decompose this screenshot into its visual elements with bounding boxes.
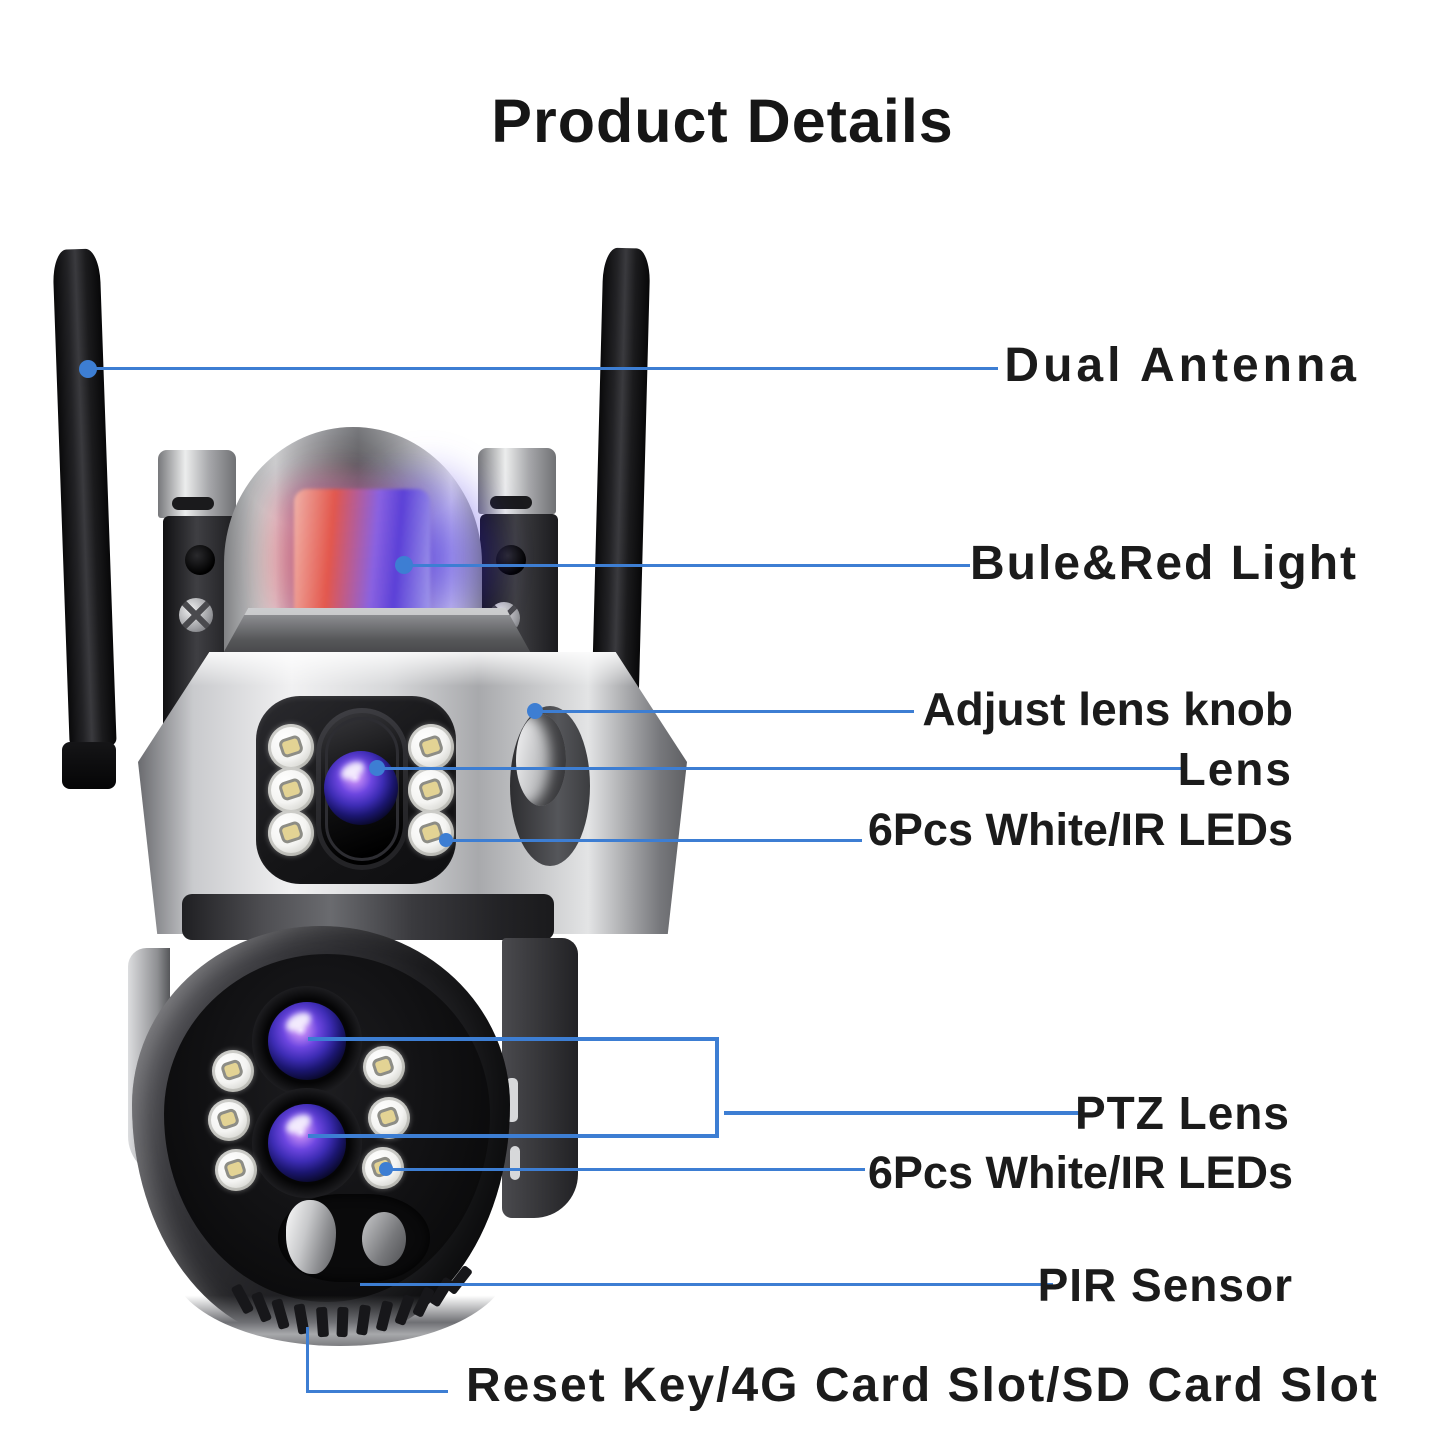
yoke-slot-2 xyxy=(510,1146,520,1180)
dual-antenna-dot xyxy=(79,360,97,378)
pir-sensor-line xyxy=(360,1283,1053,1286)
main-lens xyxy=(324,751,398,825)
lens-line xyxy=(377,767,1183,770)
adjust-knob-dot xyxy=(527,703,543,719)
left-bracket-hole xyxy=(185,545,215,575)
label-blue-red-light: Bule&Red Light xyxy=(970,537,1358,590)
speaker-grille-slat xyxy=(336,1306,349,1338)
led-lower-right-1 xyxy=(363,1046,405,1088)
left-antenna xyxy=(52,248,117,748)
leds-upper-line xyxy=(446,839,862,842)
ptz-lens-top xyxy=(268,1002,346,1080)
ptz-lens-bottom xyxy=(268,1104,346,1182)
ptz-bracket-top-line xyxy=(308,1037,718,1041)
led-upper-right-2 xyxy=(408,767,454,813)
led-upper-left-2 xyxy=(268,767,314,813)
adjust-knob-line xyxy=(535,710,914,713)
label-ptz-lens: PTZ Lens xyxy=(1074,1087,1290,1139)
label-lens: Lens xyxy=(1177,743,1293,795)
lens-dot xyxy=(369,760,385,776)
blue-red-light-line xyxy=(404,564,970,567)
label-reset-key: Reset Key/4G Card Slot/SD Card Slot xyxy=(466,1359,1379,1412)
led-upper-left-3 xyxy=(268,810,314,856)
ptz-bracket-bottom-line xyxy=(308,1134,718,1138)
label-leds-upper: 6Pcs White/IR LEDs xyxy=(867,804,1293,855)
label-pir-sensor: PIR Sensor xyxy=(1037,1259,1293,1311)
left-antenna-hinge-icon xyxy=(62,742,116,789)
led-lower-left-3 xyxy=(215,1149,257,1191)
label-leds-lower: 6Pcs White/IR LEDs xyxy=(867,1147,1293,1198)
page-title: Product Details xyxy=(491,87,954,155)
left-bracket-screw-icon xyxy=(179,598,213,632)
led-upper-left-1 xyxy=(268,724,314,770)
ptz-connector-line xyxy=(724,1111,1084,1115)
dual-antenna-line xyxy=(88,367,998,370)
led-lower-right-2 xyxy=(368,1097,410,1139)
speaker-grille-slat xyxy=(315,1306,329,1337)
blue-red-light-dot xyxy=(395,556,413,574)
reset-key-vertical-line xyxy=(306,1327,309,1393)
reset-key-line xyxy=(306,1390,448,1393)
pir-metal-right xyxy=(362,1212,406,1266)
ptz-bracket-vertical-line xyxy=(715,1037,719,1138)
led-lower-left-2 xyxy=(208,1099,250,1141)
led-upper-right-1 xyxy=(408,724,454,770)
pir-metal-left xyxy=(286,1200,336,1274)
left-post-slot xyxy=(172,497,214,510)
leds-upper-dot xyxy=(439,833,453,847)
leds-lower-dot xyxy=(379,1162,393,1176)
adjust-lens-knob xyxy=(516,714,566,806)
leds-lower-line xyxy=(386,1168,865,1171)
label-adjust-lens-knob: Adjust lens knob xyxy=(922,683,1293,735)
led-lower-left-1 xyxy=(212,1050,254,1092)
label-dual-antenna: Dual Antenna xyxy=(1004,339,1360,392)
